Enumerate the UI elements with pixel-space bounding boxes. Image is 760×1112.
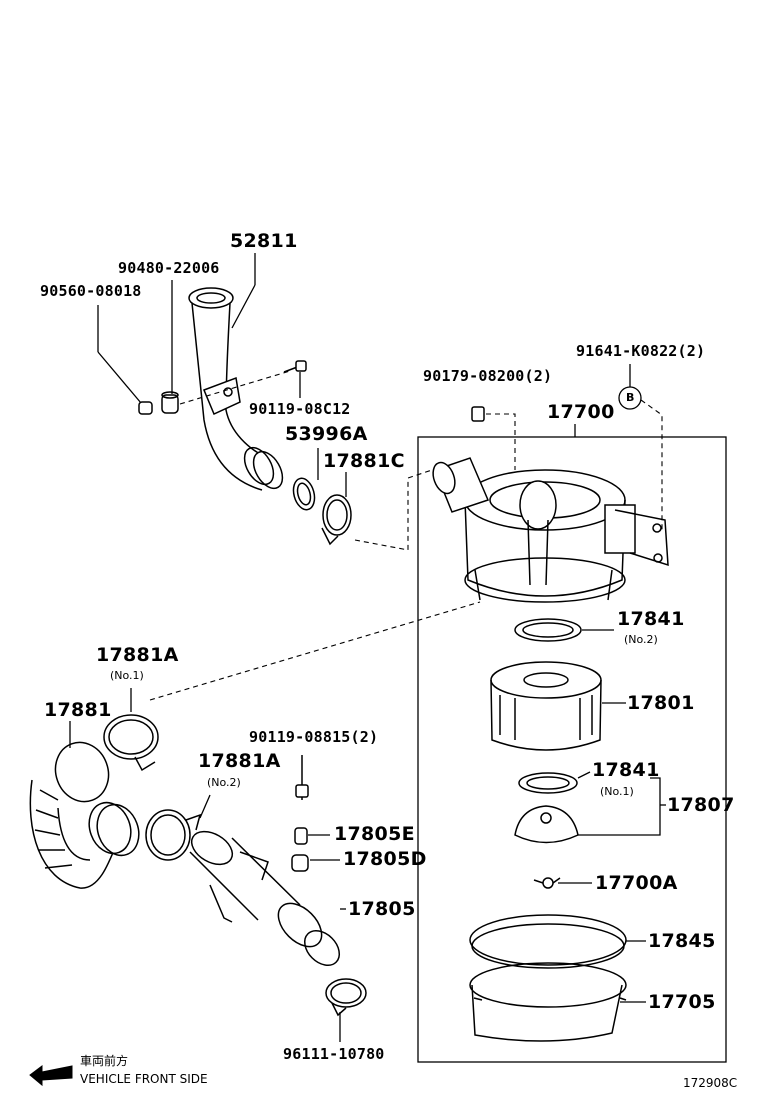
lower-case-17705 bbox=[469, 962, 627, 1042]
note-17881a-no2: (No.2) bbox=[207, 776, 241, 789]
label-17881c: 17881C bbox=[323, 450, 405, 472]
bolt-90179-08200 bbox=[471, 406, 485, 422]
wing-nut-17700a bbox=[533, 877, 561, 889]
label-90119-08815: 90119-08815(2) bbox=[249, 728, 379, 746]
plug-90560 bbox=[138, 401, 153, 415]
clamp-17881a-no2 bbox=[145, 809, 202, 861]
grommet-17805d bbox=[291, 854, 309, 872]
label-17841-no2: 17841 bbox=[617, 608, 685, 630]
label-17845: 17845 bbox=[648, 930, 716, 952]
intake-pipe-52811 bbox=[188, 287, 284, 491]
label-17801: 17801 bbox=[627, 692, 695, 714]
grommet-90480 bbox=[161, 391, 179, 414]
bolt-90119-08815 bbox=[295, 755, 309, 800]
label-96111-10780: 96111-10780 bbox=[283, 1045, 385, 1063]
label-17805d: 17805D bbox=[343, 848, 427, 870]
label-17881a-no2: 17881A bbox=[198, 750, 281, 772]
diagram-code: 172908C bbox=[683, 1076, 738, 1090]
label-91641-k0822: 91641-K0822(2) bbox=[576, 342, 706, 360]
assembly-box-17700 bbox=[417, 436, 727, 1063]
label-17700: 17700 bbox=[547, 401, 615, 423]
filter-element-17801 bbox=[490, 661, 602, 751]
label-90179-08200: 90179-08200(2) bbox=[423, 367, 553, 385]
vehicle-front-arrow-icon bbox=[29, 1065, 73, 1087]
vehicle-front-side-label: VEHICLE FRONT SIDE bbox=[80, 1072, 208, 1086]
intake-hose-17881 bbox=[29, 741, 140, 889]
collar-17805e bbox=[294, 827, 308, 845]
label-90119-08c12: 90119-08C12 bbox=[249, 400, 351, 418]
label-90480-22006: 90480-22006 bbox=[118, 259, 220, 277]
seal-17841-no1 bbox=[518, 772, 578, 794]
air-cleaner-case-17700 bbox=[432, 457, 669, 603]
label-17881a-no1: 17881A bbox=[96, 644, 179, 666]
label-90560-08018: 90560-08018 bbox=[40, 282, 142, 300]
label-17807: 17807 bbox=[667, 794, 735, 816]
clamp-17881a-no1 bbox=[103, 714, 159, 772]
hose-53996a bbox=[292, 477, 316, 511]
label-53996a: 53996A bbox=[285, 423, 368, 445]
label-17805: 17805 bbox=[348, 898, 416, 920]
note-17841-no2: (No.2) bbox=[624, 633, 658, 646]
clamp-96111-10780 bbox=[325, 978, 367, 1017]
label-17700a: 17700A bbox=[595, 872, 678, 894]
label-17881: 17881 bbox=[44, 699, 112, 721]
reference-b-letter: B bbox=[626, 391, 635, 404]
vehicle-front-jp: 車両前方 bbox=[80, 1054, 129, 1068]
intake-pipe-17805 bbox=[189, 830, 341, 967]
label-17805e: 17805E bbox=[334, 823, 415, 845]
label-17841-no1: 17841 bbox=[592, 759, 660, 781]
bolt-90119-08c12 bbox=[283, 360, 307, 373]
note-17881a-no1: (No.1) bbox=[110, 669, 144, 682]
clamp-17881c bbox=[321, 494, 352, 546]
label-17705: 17705 bbox=[648, 991, 716, 1013]
label-52811: 52811 bbox=[230, 230, 298, 252]
ring-17845 bbox=[469, 914, 627, 969]
note-17841-no1: (No.1) bbox=[600, 785, 634, 798]
seal-17841-no2 bbox=[514, 618, 582, 642]
cover-cone-17807 bbox=[514, 805, 579, 844]
